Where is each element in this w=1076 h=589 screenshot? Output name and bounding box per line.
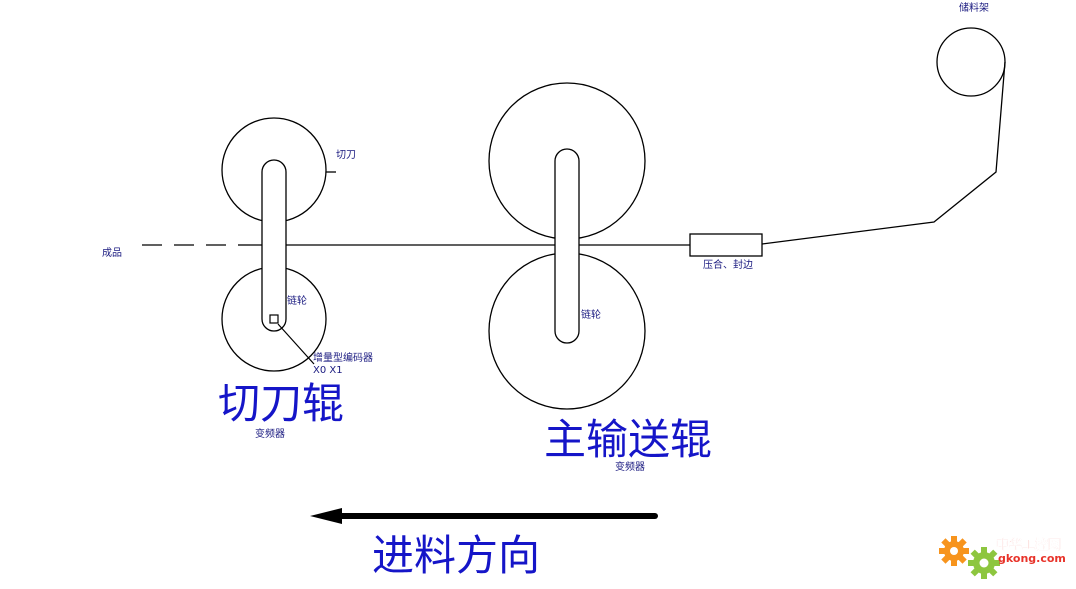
feed-arrow-head — [310, 508, 342, 524]
encoder-label: 增量型编码器 — [313, 351, 373, 364]
cutter-label: 切刀 — [336, 149, 356, 161]
press-seal-label: 压合、封边 — [703, 258, 753, 271]
product-label: 成品 — [102, 247, 122, 259]
cutter-roller-title: 切刀辊 — [218, 379, 344, 428]
sprocket-right-label: 链轮 — [581, 308, 601, 321]
press-seal-block — [689, 233, 763, 257]
cutter-vfd-label: 变频器 — [255, 427, 285, 440]
orange-gear-icon — [939, 536, 969, 566]
feed-direction-label: 进料方向 — [372, 531, 540, 580]
sprocket-left-label: 链轮 — [287, 294, 307, 307]
encoder-shaft — [269, 314, 279, 324]
material-path — [761, 61, 1006, 245]
main-vfd-label: 变频器 — [615, 460, 645, 473]
gkong-logo: 中华工控网 gkong.com — [939, 536, 1066, 579]
main-roller-title: 主输送辊 — [544, 415, 712, 464]
storage-rack-label: 储料架 — [959, 1, 989, 14]
storage-rack-roll — [936, 27, 1006, 97]
logo-domain: gkong.com — [998, 552, 1066, 565]
encoder-leader — [277, 323, 315, 365]
main-chain — [554, 148, 580, 344]
cutter-chain — [261, 159, 287, 332]
encoder-signal-label: X0 X1 — [313, 365, 343, 376]
logo-name: 中华工控网 — [996, 537, 1061, 553]
